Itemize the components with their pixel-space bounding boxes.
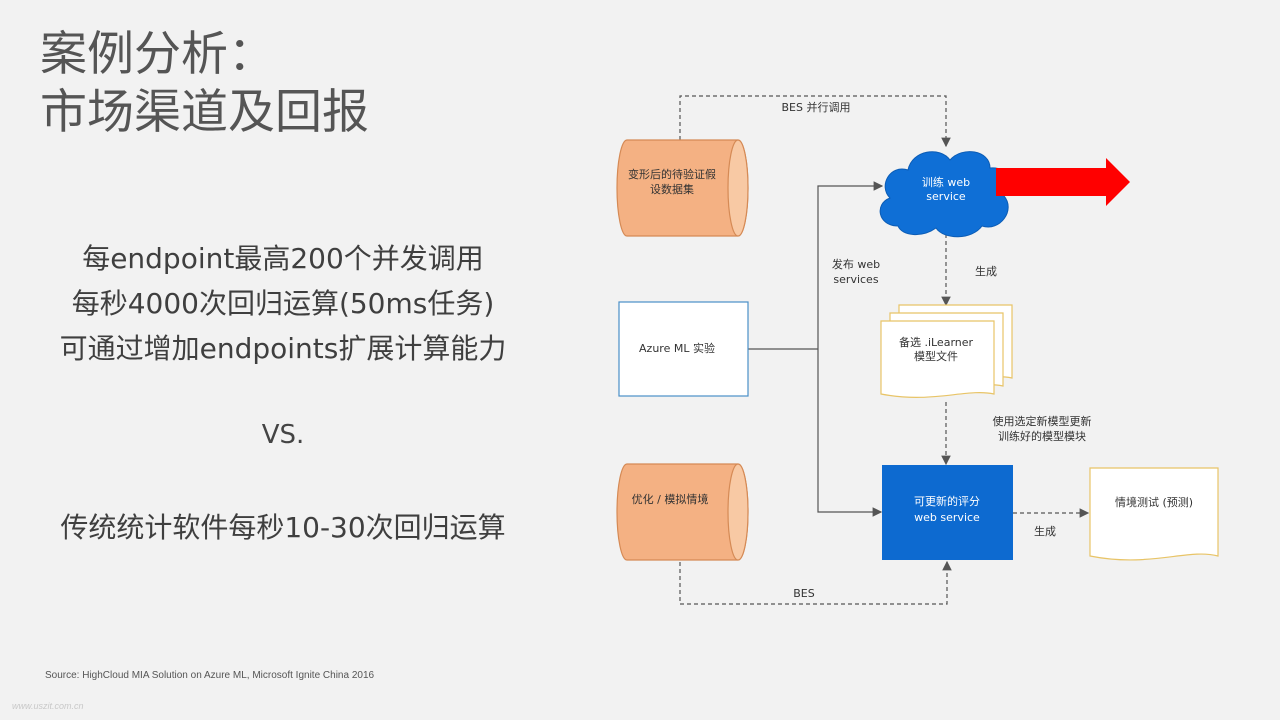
scenario-cylinder: 优化 / 模拟情境 (616, 463, 749, 561)
edge-label-bes-parallel: BES 并行调用 (782, 100, 851, 114)
edge-label-bes: BES (793, 587, 814, 600)
source-citation: Source: HighCloud MIA Solution on Azure … (45, 670, 375, 681)
edge-publish-down (817, 349, 883, 517)
edge-label-publish-2: services (833, 273, 878, 286)
output-arrow (996, 158, 1130, 206)
model-files-label-1: 备选 .iLearner (899, 335, 974, 349)
connectors (679, 95, 1090, 605)
scenario-test-doc: 情境测试 (预测) (1089, 467, 1219, 561)
model-files-label-2: 模型文件 (914, 349, 958, 363)
training-service-cloud: 训练 web service (879, 151, 1012, 238)
dataset-label-2: 设数据集 (650, 182, 694, 196)
dataset-label-1: 变形后的待验证假 (628, 167, 716, 181)
watermark: www.uszit.com.cn (12, 701, 84, 711)
scenario-label: 优化 / 模拟情境 (632, 492, 709, 506)
edge-publish-up (817, 181, 884, 349)
slide-title: 案例分析： 市场渠道及回报 (40, 26, 369, 142)
traditional-comparison: 传统统计软件每秒10-30次回归运算 (60, 511, 506, 544)
stat-line-2: 每秒4000次回归运算(50ms任务) (71, 287, 495, 320)
edge-label-update-2: 训练好的模型模块 (998, 429, 1086, 443)
stat-line-3: 可通过增加endpoints扩展计算能力 (59, 332, 507, 365)
edge-label-publish-1: 发布 web (832, 257, 880, 271)
edge-bes-parallel-line (679, 95, 951, 148)
scoring-service-label-1: 可更新的评分 (914, 494, 980, 508)
training-service-label-2: service (926, 190, 966, 203)
scoring-service-box: 可更新的评分 web service (882, 465, 1013, 560)
performance-stats: 每endpoint最高200个并发调用 每秒4000次回归运算(50ms任务) … (0, 236, 566, 371)
experiment-box: Azure ML 实验 (618, 301, 749, 397)
edge-label-generate-1: 生成 (975, 264, 997, 278)
scoring-service-label-2: web service (914, 511, 980, 524)
title-line-1: 案例分析： (40, 27, 275, 82)
experiment-label: Azure ML 实验 (639, 341, 715, 355)
scenario-test-label: 情境测试 (预测) (1115, 495, 1193, 509)
model-files-doc: 备选 .iLearner 模型文件 (880, 304, 1013, 398)
edge-label-update-1: 使用选定新模型更新 (993, 414, 1092, 428)
title-line-2: 市场渠道及回报 (40, 85, 369, 140)
stat-line-1: 每endpoint最高200个并发调用 (82, 242, 484, 275)
training-service-label-1: 训练 web (922, 175, 970, 189)
vs-label: VS. (261, 420, 305, 450)
dataset-cylinder: 变形后的待验证假 设数据集 (616, 139, 749, 237)
edge-bes-line (679, 560, 952, 605)
edge-label-generate-2: 生成 (1034, 524, 1056, 538)
